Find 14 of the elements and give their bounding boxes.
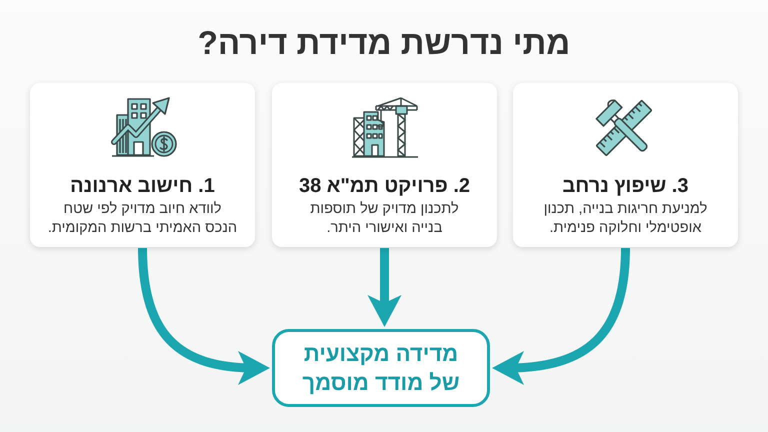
card-text: למניעת חריגות בנייה, תכנון אופטימלי וחלוקה פנימית.	[542, 200, 708, 238]
card-heading: 2. פרויקט תמ"א 38	[298, 174, 470, 198]
card-heading: 3. שיפוץ נרחב	[562, 174, 688, 198]
arrow	[368, 248, 402, 327]
info-card	[272, 83, 497, 247]
result-box: מדידה מקצועית של מודד מוסמך	[272, 329, 490, 407]
arrow	[492, 248, 630, 384]
info-card	[513, 83, 738, 247]
info-card	[30, 83, 255, 247]
card-heading: 1. חישוב ארנונה	[70, 174, 215, 198]
title: מתי נדרשת מדידת דירה?	[198, 24, 570, 62]
card-text: לתכנון מדויק של תוספות בנייה ואישורי היתר.	[309, 200, 460, 238]
card-text: לוודא חיוב מדויק לפי שטח הנכס האמיתי ברשות המקומית.	[47, 200, 238, 238]
arrow	[138, 248, 270, 384]
